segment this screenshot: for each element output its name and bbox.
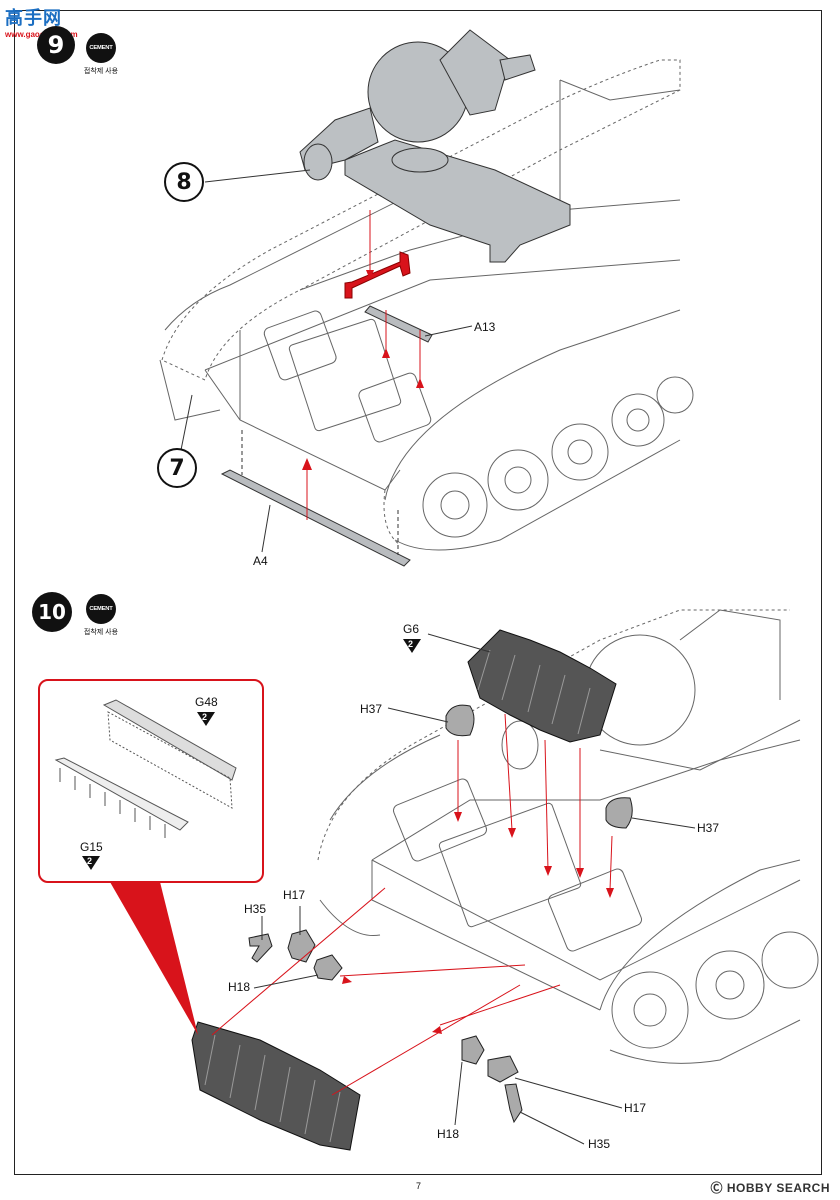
step10-track-left: [317, 609, 790, 937]
quantity-badge-g6-text: 2: [408, 639, 414, 649]
step10-part-h37-left: [445, 704, 475, 737]
step9-gun-assembly: [299, 29, 571, 263]
step9-hull: [204, 79, 681, 491]
step-10-number-text: 10: [38, 600, 66, 624]
cement-icon: CEMENT: [86, 33, 116, 63]
page-number: 7: [416, 1181, 422, 1191]
reference-step-8: 8: [164, 162, 204, 202]
reference-step-7: 7: [157, 448, 197, 488]
part-label-g48: G48: [195, 695, 218, 709]
inset-track-drawing: [54, 699, 237, 838]
step10-small-parts-right: [461, 1035, 523, 1124]
part-label-h17-right: H17: [624, 1101, 647, 1115]
step9-red-bracket: [344, 251, 411, 299]
part-label-g6: G6: [403, 622, 420, 636]
watermark-title: 高手网: [5, 8, 62, 28]
reference-step-8-text: 8: [176, 169, 192, 195]
part-label-h18-left: H18: [228, 980, 251, 994]
quantity-badge-g48-text: 2: [202, 712, 208, 722]
cement-note: 접착제 사용: [83, 629, 119, 636]
part-label-h37-right: H37: [697, 821, 720, 835]
step9-part-a13: [364, 305, 433, 343]
cement-note: 접착제 사용: [83, 68, 119, 75]
part-label-a13: A13: [474, 320, 496, 334]
inset-detail-box: [38, 679, 264, 883]
step9-cement-notice: CEMENT 접착제 사용: [71, 33, 131, 76]
step-9-number-text: 9: [47, 31, 65, 59]
step-9-number: 9: [37, 26, 75, 64]
reference-step-7-text: 7: [169, 455, 185, 481]
step10-callout-wedge: [110, 882, 198, 1035]
step10-track-lower: [191, 1021, 361, 1151]
page-frame: [14, 10, 822, 1175]
quantity-badge-g15-text: 2: [87, 856, 93, 866]
cement-icon: CEMENT: [86, 594, 116, 624]
part-label-g15: G15: [80, 840, 103, 854]
part-label-h35-right: H35: [588, 1137, 611, 1151]
part-label-h37-left: H37: [360, 702, 383, 716]
part-label-h17-left: H17: [283, 888, 306, 902]
part-label-a4: A4: [253, 554, 268, 568]
watermark-hobby-search: Ⓒ HOBBY SEARCH: [710, 1181, 830, 1195]
step9-track-left: [159, 59, 681, 421]
step9-part-a4: [220, 469, 411, 567]
step10-hull: [371, 739, 801, 1011]
step10-part-g6: [467, 629, 617, 743]
step-10-number: 10: [32, 592, 72, 632]
part-label-h18-right: H18: [437, 1127, 460, 1141]
step10-part-h37-right: [605, 797, 633, 829]
step10-small-parts-left: [248, 929, 343, 981]
step9-track-right: [383, 309, 694, 551]
step10-track-right: [599, 859, 819, 1064]
part-label-h35-left: H35: [244, 902, 267, 916]
step10-cement-notice: CEMENT 접착제 사용: [71, 594, 131, 637]
